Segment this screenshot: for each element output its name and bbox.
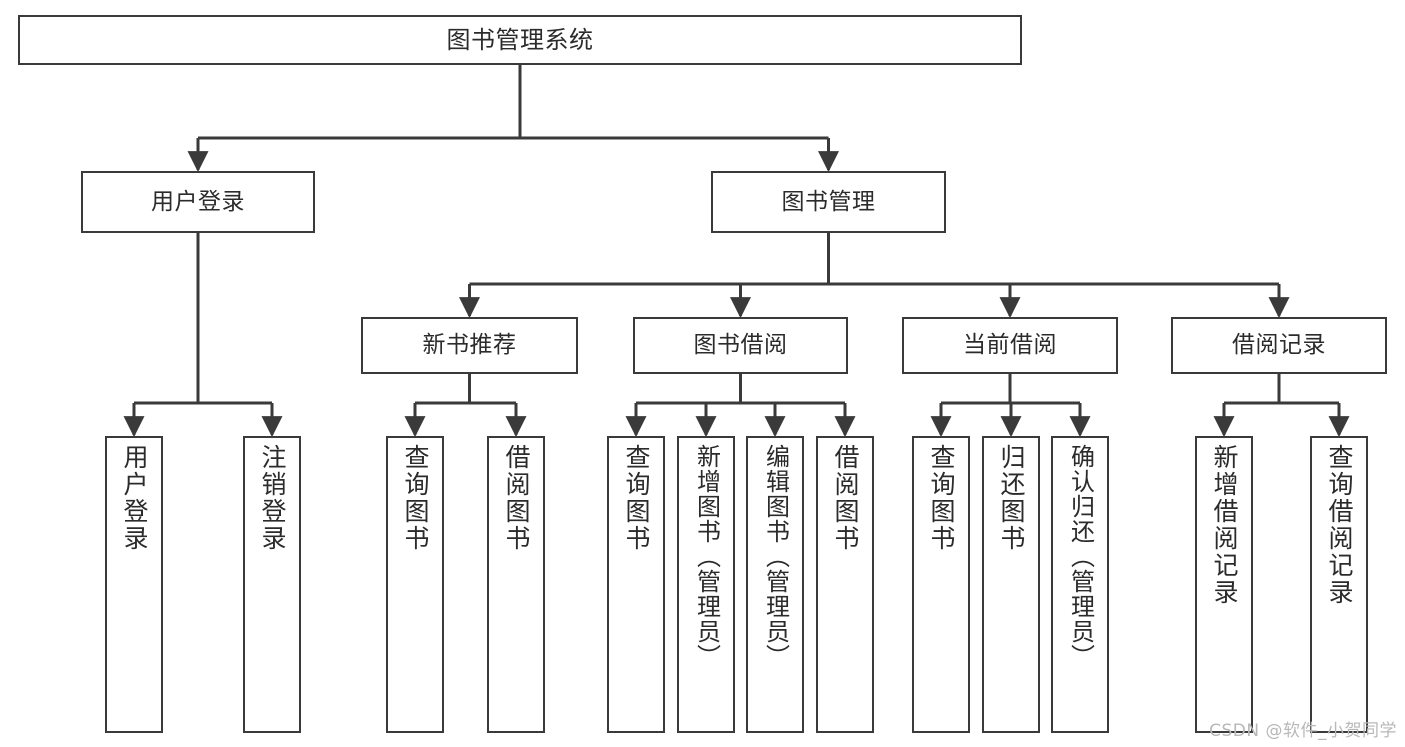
node-label: 新增借阅记录 [1210,444,1239,606]
node-label: 归还图书 [997,444,1026,552]
node-l7[interactable]: 编辑图书（管理员） [746,436,804,733]
node-label: 查询图书 [927,444,956,552]
node-label: 借阅图书 [831,444,860,552]
node-label: 借阅记录 [1232,332,1326,358]
node-label: 新增图书（管理员） [692,444,721,669]
node-label: 借阅图书 [502,444,531,552]
node-l10[interactable]: 归还图书 [982,436,1040,733]
node-borrow[interactable]: 图书借阅 [633,317,848,374]
node-records[interactable]: 借阅记录 [1171,317,1387,374]
node-l12[interactable]: 新增借阅记录 [1195,436,1253,733]
node-label: 注销登录 [258,444,287,552]
node-label: 当前借阅 [963,332,1057,358]
node-label: 图书借阅 [693,332,788,358]
node-label: 查询图书 [401,444,430,552]
node-label: 编辑图书（管理员） [761,444,790,669]
node-label: 图书管理 [781,188,876,215]
node-label: 查询图书 [622,444,651,552]
node-newbook[interactable]: 新书推荐 [361,317,578,374]
node-l3[interactable]: 查询图书 [386,436,444,733]
node-root[interactable]: 图书管理系统 [18,15,1022,65]
node-label: 查询借阅记录 [1325,444,1354,606]
node-label: 新书推荐 [422,332,517,358]
node-label: 图书管理系统 [446,26,594,54]
csdn-watermark: CSDN @软件_小贺同学 [1209,721,1397,741]
node-current[interactable]: 当前借阅 [902,317,1118,374]
node-l5[interactable]: 查询图书 [607,436,665,733]
node-l2[interactable]: 注销登录 [243,436,301,733]
node-l9[interactable]: 查询图书 [912,436,970,733]
node-l4[interactable]: 借阅图书 [487,436,545,733]
node-l11[interactable]: 确认归还（管理员） [1051,436,1109,733]
node-l1[interactable]: 用户登录 [105,436,163,733]
node-label: 用户登录 [151,188,245,215]
node-login[interactable]: 用户登录 [81,171,315,233]
node-label: 确认归还（管理员） [1066,444,1095,669]
node-l6[interactable]: 新增图书（管理员） [677,436,735,733]
node-label: 用户登录 [120,444,149,552]
node-bookmgmt[interactable]: 图书管理 [711,171,946,233]
node-l13[interactable]: 查询借阅记录 [1310,436,1368,733]
node-l8[interactable]: 借阅图书 [816,436,874,733]
